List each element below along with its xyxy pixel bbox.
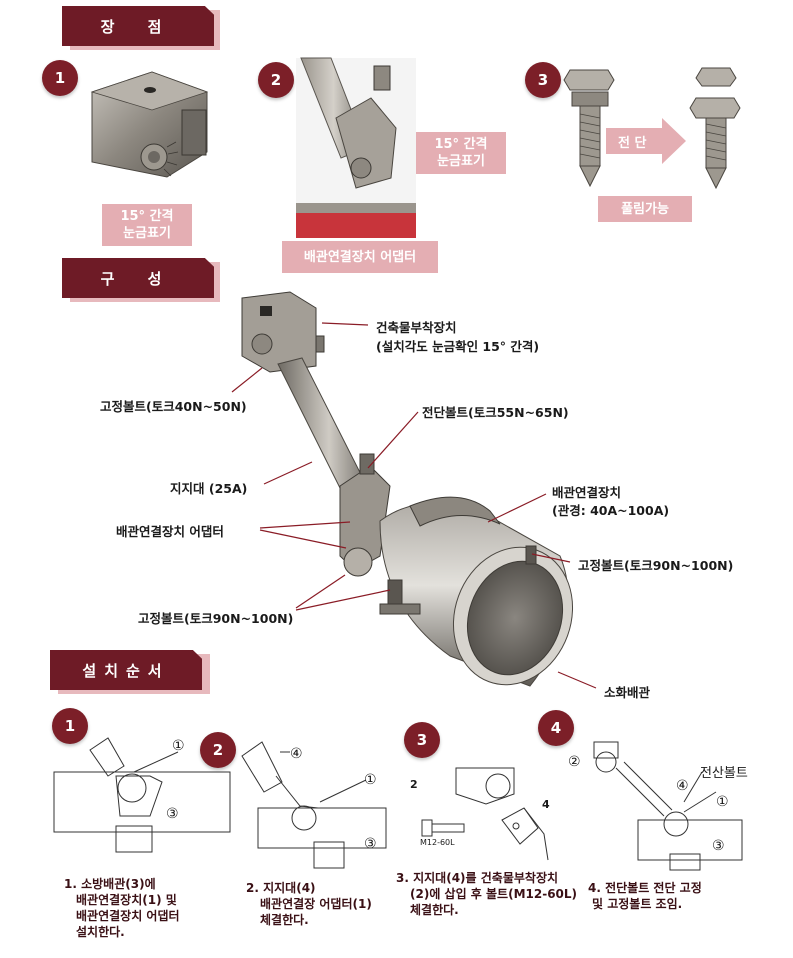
label-pipe-conn-dia: (관경: 40A~100A) xyxy=(552,503,670,518)
label-fix-bolt-90-right: 고정볼트(토크90N~100N) xyxy=(578,558,734,573)
step1-text-line2: 배관연결장치(1) 및 xyxy=(76,893,177,907)
shear-bolt-illustration xyxy=(563,69,615,188)
label-building-attach: 건축물부착장치 xyxy=(376,320,457,335)
banner-install: 설치순서 xyxy=(50,650,202,690)
step2-callout-3: ③ xyxy=(364,836,377,852)
step1-text-line4: 설치한다. xyxy=(76,925,125,939)
label-support: 지지대 (25A) xyxy=(170,481,248,496)
step2-text-line1: 2. 지지대(4) xyxy=(246,881,316,895)
advantage-box-release: 풀림가능 xyxy=(598,196,692,222)
cut-arrow-icon xyxy=(606,118,686,164)
advantage-number-3: 3 xyxy=(525,62,561,98)
step3-text-line3: 체결한다. xyxy=(410,903,459,917)
advantage-box-adapter: 배관연결장치 어댑터 xyxy=(282,241,438,273)
step4-callout-2: ② xyxy=(568,754,581,770)
step3-text-line2: (2)에 삽입 후 볼트(M12-60L) xyxy=(410,887,578,901)
step2-callout-1: ① xyxy=(364,772,377,788)
step4-callout-4: ④ xyxy=(676,778,689,794)
step3-text-line1: 3. 지지대(4)를 건축물부착장치 xyxy=(396,871,559,885)
step1-diagram xyxy=(53,737,231,853)
released-bolt-illustration xyxy=(689,67,741,190)
step2-diagram xyxy=(241,741,387,869)
label-fire-pipe: 소화배관 xyxy=(604,685,651,700)
step-number-4: 4 xyxy=(538,710,574,746)
box1-line2: 눈금표기 xyxy=(123,226,171,241)
label-building-attach-note: (설치각도 눈금확인 15° 간격) xyxy=(376,339,540,354)
label-pipe-adapter: 배관연결장치 어댑터 xyxy=(116,524,224,539)
box1-line1: 15° 간격 xyxy=(120,209,174,224)
step3-diagram xyxy=(421,767,549,861)
banner-advantages: 장 점 xyxy=(62,6,214,46)
label-fix-bolt-40: 고정볼트(토크40N~50N) xyxy=(100,399,247,414)
step3-bolt-spec: M12-60L xyxy=(420,838,455,847)
step-number-3: 3 xyxy=(404,722,440,758)
step3-label-2: 2 xyxy=(410,778,418,791)
step4-diagram xyxy=(593,741,743,871)
advantage-box-2: 15° 간격 눈금표기 xyxy=(416,132,506,174)
step1-text-line3: 배관연결장치 어댑터 xyxy=(76,909,180,923)
step2-text-line2: 배관연결장 어댑터(1) xyxy=(260,897,372,911)
step4-callout-1: ① xyxy=(716,794,729,810)
step1-callout-3: ③ xyxy=(166,806,179,822)
step1-text-line1: 1. 소방배관(3)에 xyxy=(64,877,156,891)
advantage-number-2: 2 xyxy=(258,62,294,98)
step2-text-line3: 체결한다. xyxy=(260,913,309,927)
label-fix-bolt-90-left: 고정볼트(토크90N~100N) xyxy=(138,611,294,626)
step-number-1: 1 xyxy=(52,708,88,744)
label-shear-bolt: 전단볼트(토크55N~65N) xyxy=(422,405,569,420)
box2-line2: 눈금표기 xyxy=(437,154,485,169)
adapter-illustration xyxy=(296,57,416,238)
step4-callout-3: ③ xyxy=(712,838,725,854)
step4-text-line2: 및 고정볼트 조임. xyxy=(592,897,683,911)
advantage-number-1: 1 xyxy=(42,60,78,96)
label-pipe-conn: 배관연결장치 xyxy=(552,485,622,500)
box2-line1: 15° 간격 xyxy=(434,137,488,152)
step4-shear-label: 전산볼트 xyxy=(700,766,748,781)
step4-text-line1: 4. 전단볼트 전단 고정 xyxy=(588,881,702,895)
banner-composition: 구 성 xyxy=(62,258,214,298)
advantage-box-1: 15° 간격 눈금표기 xyxy=(102,204,192,246)
step-number-2: 2 xyxy=(200,732,236,768)
cut-arrow-label: 전 단 xyxy=(618,136,647,151)
assembly-illustration xyxy=(241,291,574,687)
bracket-illustration xyxy=(90,71,209,178)
step1-callout-1: ① xyxy=(172,738,185,754)
step3-label-4: 4 xyxy=(542,798,550,811)
step2-callout-4: ④ xyxy=(290,746,303,762)
